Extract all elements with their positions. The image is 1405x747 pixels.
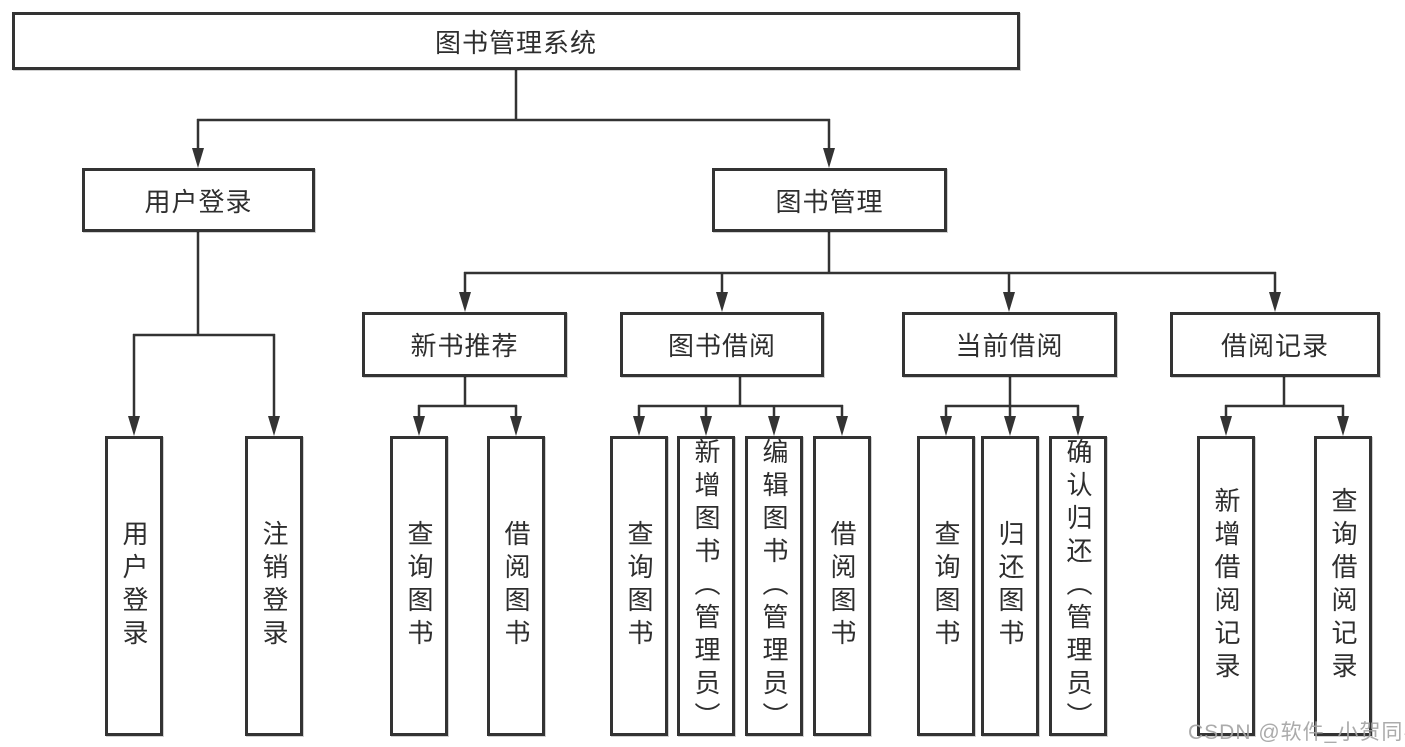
node-borrow-records: 借阅记录 [1170, 312, 1380, 377]
node-label: 查询图书 [931, 520, 961, 652]
leaf-borrow-books-recommend: 借阅图书 [487, 436, 545, 736]
arrowhead-icon [192, 148, 204, 168]
node-label: 注销登录 [259, 520, 289, 652]
arrowhead-icon [1220, 416, 1232, 436]
watermark: CSDN @软件_小贺同学 [1188, 721, 1405, 744]
arrowhead-icon [459, 292, 471, 312]
connector-user-login-branch [128, 232, 280, 436]
node-label: 用户登录 [144, 186, 253, 217]
leaf-add-borrow-record: 新增借阅记录 [1197, 436, 1255, 736]
node-label: 借阅图书 [827, 520, 857, 652]
node-book-management: 图书管理 [712, 168, 947, 232]
arrowhead-icon [940, 416, 952, 436]
arrowhead-icon [823, 148, 835, 168]
arrowhead-icon [768, 416, 780, 436]
arrowhead-icon [413, 416, 425, 436]
node-label: 查询图书 [624, 520, 654, 652]
connector-current-borrow-branch [940, 377, 1084, 436]
leaf-add-book-admin: 新增图书（管理员） [677, 436, 735, 736]
arrowhead-icon [1072, 416, 1084, 436]
node-book-borrow: 图书借阅 [620, 312, 824, 377]
leaf-borrow-books-borrow: 借阅图书 [813, 436, 871, 736]
node-user-login: 用户登录 [82, 168, 315, 232]
node-label: 查询借阅记录 [1328, 487, 1358, 685]
arrowhead-icon [1004, 416, 1016, 436]
arrowhead-icon [268, 416, 280, 436]
connector-book-borrow-branch [633, 377, 848, 436]
arrowhead-icon [700, 416, 712, 436]
node-label: 图书借阅 [667, 331, 776, 361]
node-label: 图书管理 [775, 186, 884, 217]
leaf-return-books: 归还图书 [981, 436, 1039, 736]
node-label: 确认归还（管理员） [1063, 437, 1093, 735]
arrowhead-icon [1269, 292, 1281, 312]
arrowhead-icon [633, 416, 645, 436]
arrowhead-icon [836, 416, 848, 436]
leaf-logout: 注销登录 [245, 436, 303, 736]
node-label: 新书推荐 [410, 331, 519, 361]
arrowhead-icon [716, 292, 728, 312]
node-current-borrow: 当前借阅 [902, 312, 1117, 377]
node-root: 图书管理系统 [12, 12, 1020, 70]
node-label: 新增图书（管理员） [691, 437, 721, 735]
node-label: 借阅记录 [1220, 331, 1329, 361]
connector-root-branch [192, 70, 835, 168]
node-label: 借阅图书 [501, 520, 531, 652]
leaf-query-books-current: 查询图书 [917, 436, 975, 736]
arrowhead-icon [510, 416, 522, 436]
arrowhead-icon [1337, 416, 1349, 436]
node-label: 用户登录 [119, 520, 149, 652]
connector-new-book-recommend-branch [413, 377, 522, 436]
leaf-query-books-borrow: 查询图书 [610, 436, 668, 736]
leaf-confirm-return-admin: 确认归还（管理员） [1049, 436, 1107, 736]
arrowhead-icon [1003, 292, 1015, 312]
leaf-query-borrow-record: 查询借阅记录 [1314, 436, 1372, 736]
node-label: 查询图书 [404, 520, 434, 652]
leaf-edit-book-admin: 编辑图书（管理员） [745, 436, 803, 736]
connector-borrow-records-branch [1220, 377, 1349, 436]
node-new-book-recommend: 新书推荐 [362, 312, 567, 377]
node-label: 新增借阅记录 [1211, 487, 1241, 685]
node-label: 编辑图书（管理员） [759, 437, 789, 735]
arrowhead-icon [128, 416, 140, 436]
node-root-label: 图书管理系统 [434, 27, 597, 58]
leaf-query-books-recommend: 查询图书 [390, 436, 448, 736]
leaf-user-login: 用户登录 [105, 436, 163, 736]
connector-book-management-branch [459, 232, 1281, 312]
node-label: 归还图书 [995, 520, 1025, 652]
node-label: 当前借阅 [955, 331, 1064, 361]
